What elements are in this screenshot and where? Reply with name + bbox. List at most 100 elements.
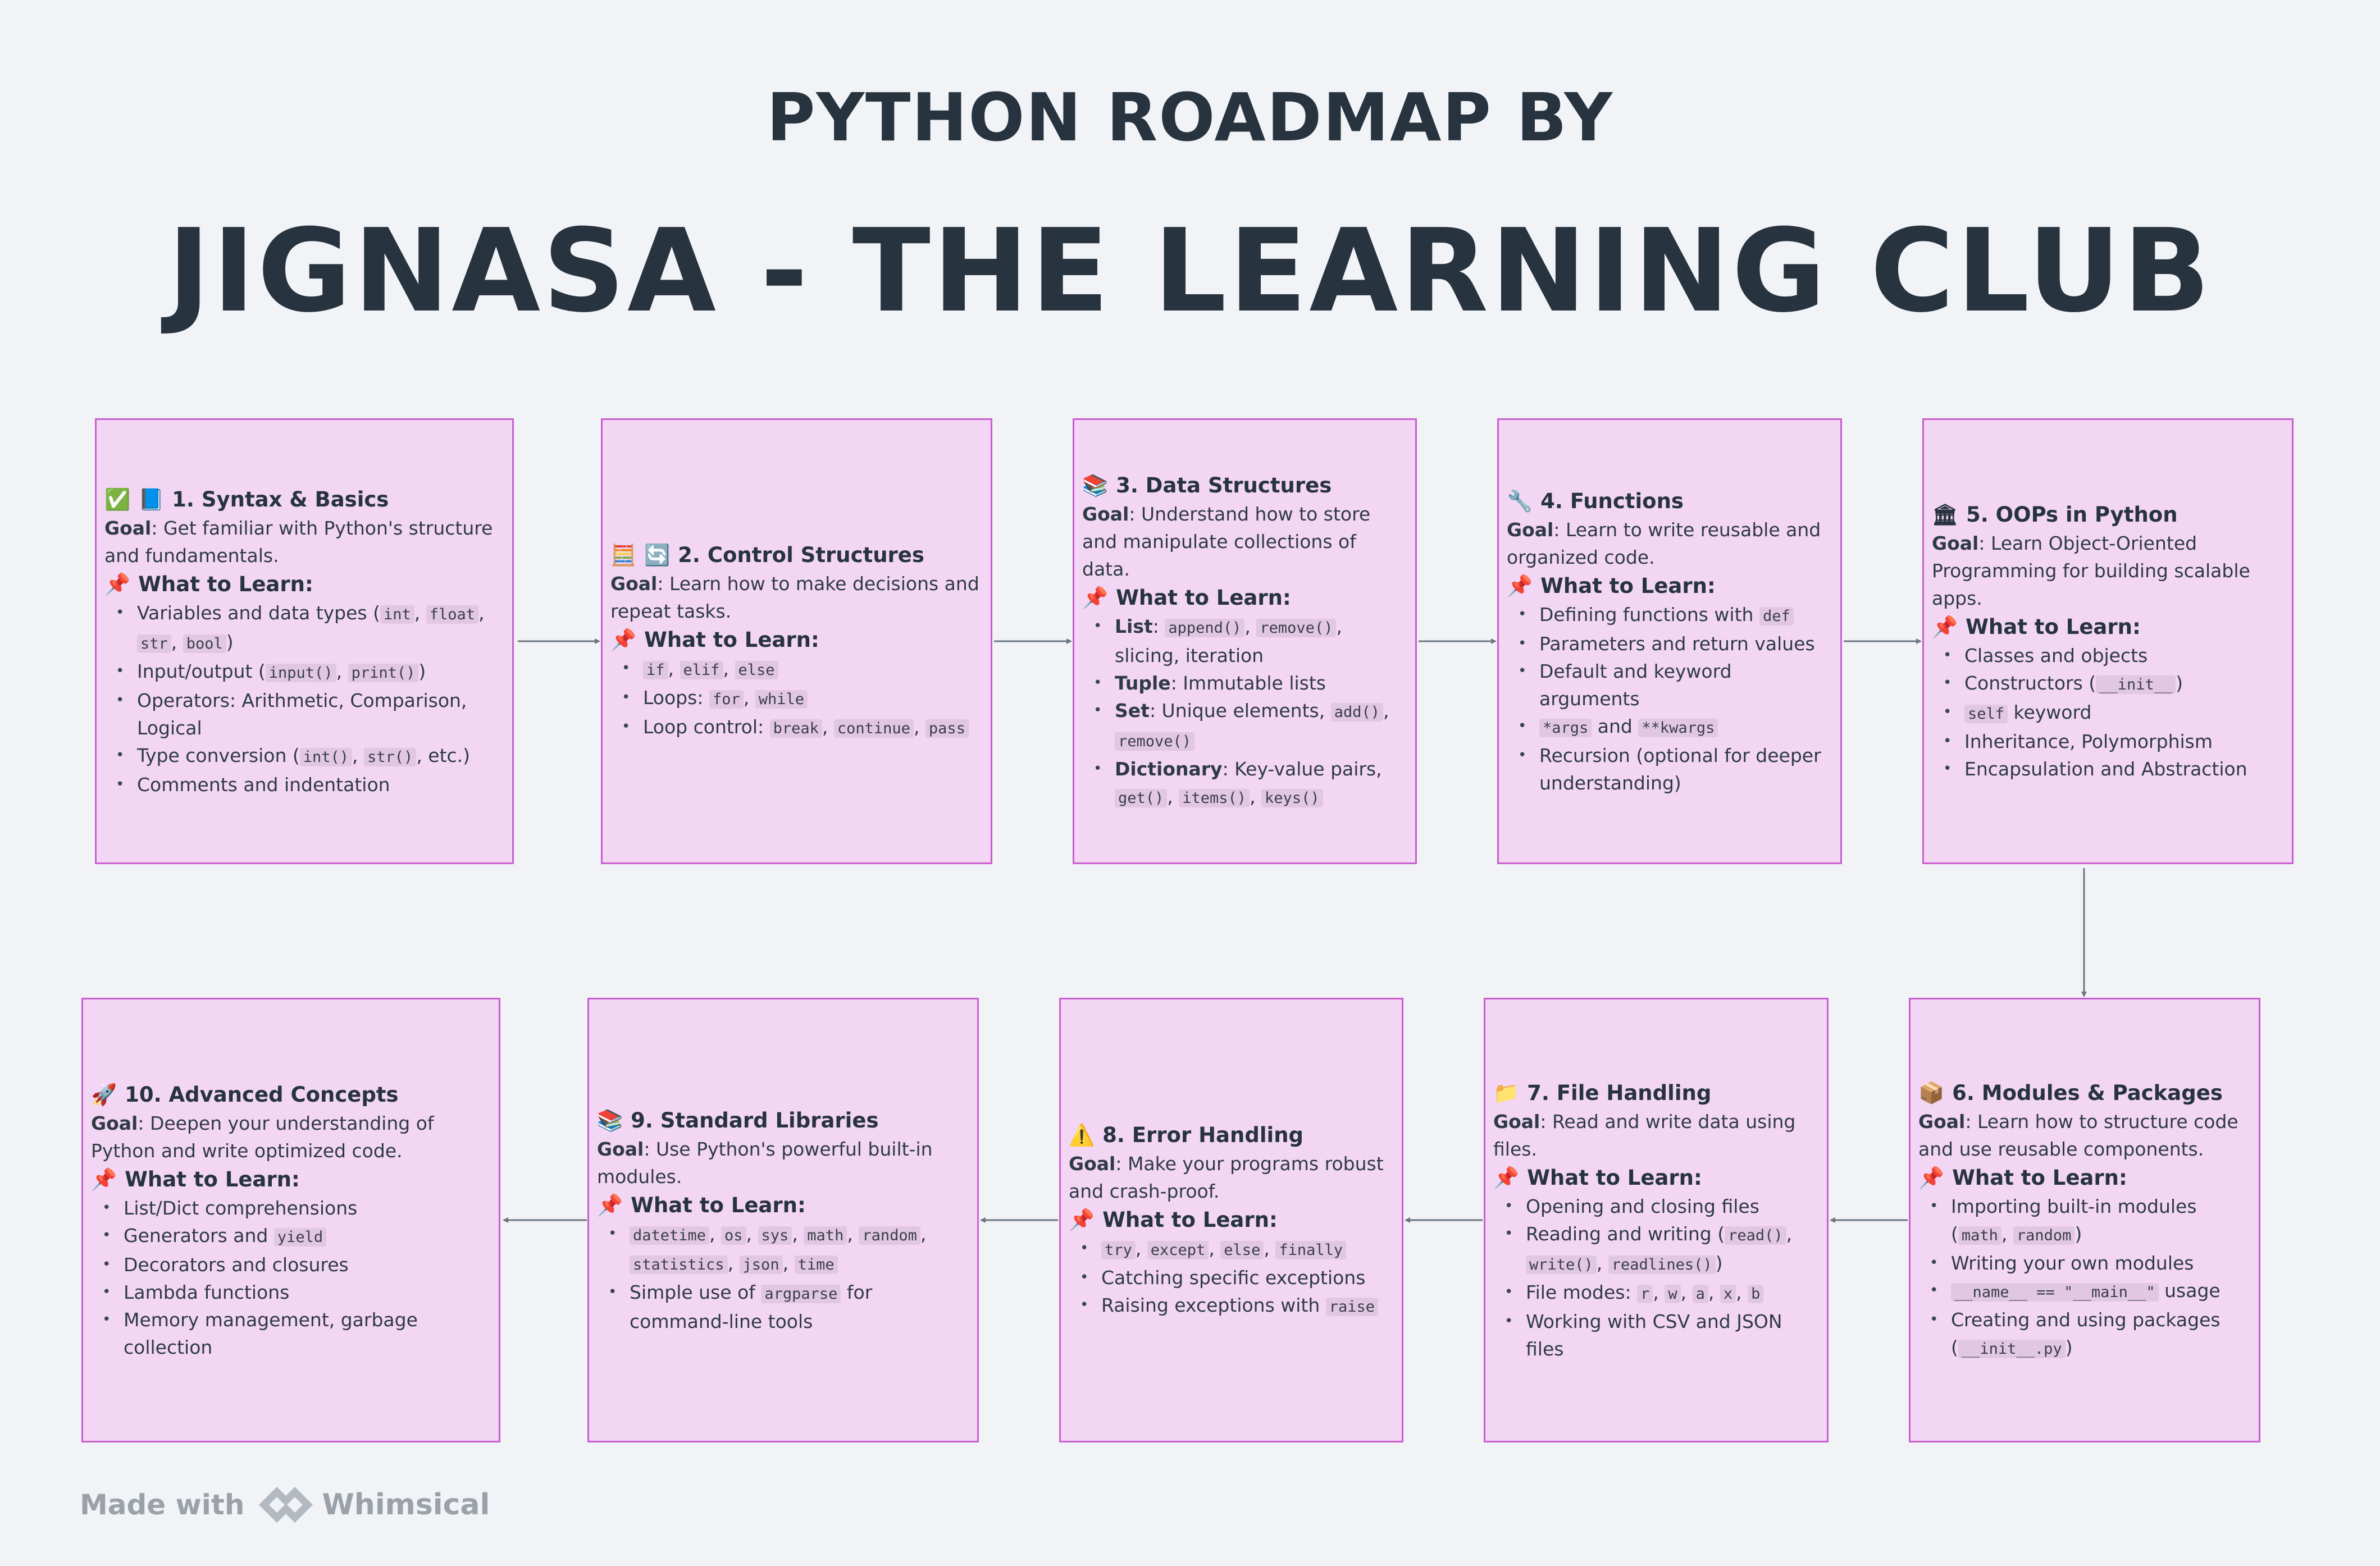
item-text: , <box>920 1222 927 1245</box>
learn-list: datetime, os, sys, math, random, statist… <box>597 1220 969 1335</box>
item-text: , <box>782 1252 795 1274</box>
what-to-learn-label: What to Learn: <box>125 1167 300 1191</box>
card-topic-icon: 🚀 <box>91 1082 117 1107</box>
learn-list: Importing built-in modules (math, random… <box>1918 1193 2251 1363</box>
learn-list-item: Defining functions with def <box>1507 601 1832 630</box>
goal-text: : Learn to write reusable and organized … <box>1507 518 1821 568</box>
code-snippet: datetime <box>630 1226 710 1245</box>
learn-list-item: Lambda functions <box>91 1279 491 1306</box>
item-text: , <box>792 1222 804 1245</box>
card-topic-icon: 📦 <box>1918 1080 1945 1105</box>
card-goal: Goal: Use Python's powerful built-in mod… <box>597 1135 969 1190</box>
code-snippet: *args <box>1539 718 1592 737</box>
learn-list-item: datetime, os, sys, math, random, statist… <box>597 1220 969 1279</box>
item-text: Constructors ( <box>1964 672 2096 694</box>
item-text: , <box>478 601 485 624</box>
code-snippet: append() <box>1165 619 1245 637</box>
learn-list-item: Memory management, garbage collection <box>91 1306 491 1361</box>
item-text: Loop control: <box>643 716 770 738</box>
card-title: 📚9. Standard Libraries <box>597 1106 969 1135</box>
goal-label: Goal <box>1918 1110 1966 1133</box>
learn-list-item: Decorators and closures <box>91 1251 491 1279</box>
footer-branding[interactable]: Made with Whimsical <box>80 1482 490 1527</box>
code-snippet: json <box>739 1255 783 1274</box>
learn-list-item: *args and **kwargs <box>1507 713 1832 742</box>
item-text: List/Dict comprehensions <box>124 1197 358 1219</box>
what-to-learn-heading: 📌What to Learn: <box>104 569 504 599</box>
card-topic-icon: 🧮 <box>610 543 637 567</box>
code-snippet: finally <box>1275 1240 1347 1259</box>
item-text: , <box>746 1222 758 1245</box>
goal-text: : Learn Object-Oriented Programming for … <box>1932 532 2250 609</box>
learn-list: List/Dict comprehensionsGenerators and y… <box>91 1194 491 1361</box>
code-snippet: def <box>1759 606 1794 626</box>
goal-text: : Use Python's powerful built-in modules… <box>597 1138 933 1188</box>
learn-list-item: Importing built-in modules (math, random… <box>1918 1193 2251 1249</box>
item-text: , <box>1708 1281 1720 1303</box>
item-text: , <box>709 1222 722 1245</box>
item-text: for command-line tools <box>630 1281 873 1332</box>
code-snippet: keys() <box>1261 789 1323 807</box>
item-text: ) <box>226 631 234 653</box>
code-snippet: break <box>769 719 822 738</box>
item-text: Simple use of <box>630 1281 762 1303</box>
card-goal: Goal: Read and write data using files. <box>1493 1108 1819 1163</box>
what-to-learn-label: What to Learn: <box>1966 615 2141 639</box>
learn-list: try, except, else, finallyCatching speci… <box>1069 1235 1394 1321</box>
learn-list-item: Classes and objects <box>1932 642 2284 669</box>
what-to-learn-heading: 📌What to Learn: <box>1932 612 2284 642</box>
code-snippet: os <box>721 1226 746 1245</box>
learn-list: Variables and data types (int, float, st… <box>104 599 504 798</box>
card-goal: Goal: Learn to write reusable and organi… <box>1507 516 1832 571</box>
item-text: Input/output ( <box>137 660 266 682</box>
card-topic-icon-secondary: 📘 <box>138 487 165 512</box>
code-snippet: __init__.py <box>1958 1339 2066 1358</box>
learn-list-item: Writing your own modules <box>1918 1249 2251 1277</box>
learn-list-item: Inheritance, Polymorphism <box>1932 728 2284 755</box>
code-snippet: math <box>804 1226 847 1245</box>
card-goal: Goal: Deepen your understanding of Pytho… <box>91 1110 491 1165</box>
learn-list-item: Constructors (__init__) <box>1932 669 2284 698</box>
item-text: keyword <box>2008 701 2092 723</box>
goal-label: Goal <box>1507 518 1554 541</box>
code-snippet: str() <box>364 747 417 766</box>
card-title: 🧮🔄2. Control Structures <box>610 540 983 570</box>
item-text: , <box>723 658 735 679</box>
learn-list-item: Type conversion (int(), str(), etc.) <box>104 742 504 771</box>
code-snippet: yield <box>273 1227 327 1247</box>
item-text: Comments and indentation <box>137 773 390 796</box>
what-to-learn-label: What to Learn: <box>1952 1165 2127 1190</box>
what-to-learn-label: What to Learn: <box>1116 586 1291 610</box>
what-to-learn-heading: 📌What to Learn: <box>1069 1205 1394 1235</box>
learn-list-item: List: append(), remove(), slicing, itera… <box>1082 613 1407 669</box>
card-title-text: 10. Advanced Concepts <box>125 1082 399 1107</box>
item-text: Operators: Arithmetic, Comparison, Logic… <box>137 689 467 739</box>
item-text: , <box>2001 1222 2013 1245</box>
goal-text: : Read and write data using files. <box>1493 1110 1796 1160</box>
learn-list-item: Encapsulation and Abstraction <box>1932 755 2284 783</box>
goal-text: : Get familiar with Python's structure a… <box>104 517 493 567</box>
item-text: , <box>1786 1222 1793 1245</box>
pushpin-icon: 📌 <box>597 1193 623 1217</box>
item-text: , <box>352 744 364 766</box>
item-text: ) <box>2176 672 2183 694</box>
item-text: , <box>171 631 183 653</box>
item-text: Loops: <box>643 687 709 709</box>
card-topic-icon: 📁 <box>1493 1080 1520 1105</box>
item-text: , <box>1680 1281 1693 1303</box>
